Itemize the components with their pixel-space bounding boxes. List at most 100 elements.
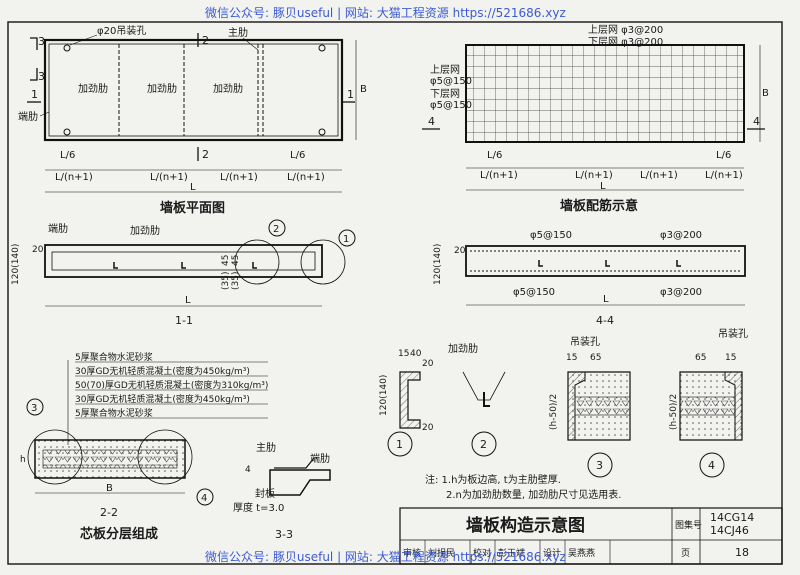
title-block: 墙板构造示意图 图集号 14CG14 14CJ46 页 18 审核 刘拐民 校对… [399,507,783,565]
drawing-label: 设计 [543,547,561,559]
drawing-label: 主肋 [256,441,276,454]
drawing-label: 2 [273,224,279,235]
drawing-label: 15 [725,353,736,363]
drawing-label: 4 [708,459,715,472]
drawing-label: φ3@200 [660,230,702,241]
plan-outline [43,38,344,142]
drawing-label: 加劲肋 [448,342,478,355]
end-rib-label: 端肋 [18,110,38,123]
hoist-hole-icon [63,128,71,136]
drawing-label: L [603,294,609,305]
drawing-label: B [762,88,769,99]
drawing-label: 封板 [255,487,275,500]
plan-dim-L: L [190,182,196,193]
drawing-label: φ5@150 [530,230,572,241]
drawing-label: 3 [596,459,603,472]
drawing-label: (h-50)/2 [549,394,559,430]
drawing-label: 2 [202,148,209,161]
drawing-label: 1 [396,438,403,451]
drawing-label: φ5@150 [513,287,555,298]
drawing-label: 5厚聚合物水泥砂浆 [75,407,153,419]
drawing-label: 120(140) [379,375,389,416]
drawing-label: (35) [231,272,241,290]
watermark-bottom: 微信公众号: 豚贝useful | 网站: 大猫工程资源 https://521… [205,550,566,564]
drawing-label: 20 [32,245,44,255]
upper-mesh-label: 上层网 φ3@200 [588,24,663,36]
drawing-label: 彭玉斌 [498,547,525,559]
page-number: 18 [735,546,749,559]
drawing-label: φ5@150 [430,76,472,87]
drawing-label: L [600,181,606,192]
drawing-label: 下层网 [430,88,460,100]
drawing-label: L/(n+1) [575,170,613,181]
drawing-label: 1 [343,234,349,245]
plan-view: φ20吊装孔 主肋 加劲肋 加劲肋 加劲肋 端肋 3 3 1 1 2 2 B L… [18,24,367,216]
drawing-label: 3 [38,70,45,83]
drawing-label: 4 [428,115,435,128]
drawing-label: 刘拐民 [428,547,455,559]
drawing-label: L/6 [716,150,731,161]
drawing-label: L/(n+1) [287,172,325,183]
drawing-label: 3 [38,35,45,48]
drawing-label: 30厚GD无机轻质混凝土(密度为450kg/m³) [75,393,250,405]
drawing-label: φ5@150 [430,100,472,111]
drawing-label: L/6 [290,150,305,161]
drawing-label: 加劲肋 [130,224,160,237]
atlas-number-1: 14CG14 [710,511,754,524]
drawing-label: 页 [681,548,690,559]
drawing-label: 50(70)厚GD无机轻质混凝土(密度为310kg/m³) [75,379,268,391]
atlas-number-2: 14CJ46 [710,524,749,537]
drawing-label: 1 [31,88,38,101]
section-4-4-title: 4-4 [596,314,614,327]
hole-label: φ20吊装孔 [97,24,146,37]
drawing-label: 5厚聚合物水泥砂浆 [75,351,153,363]
drawing-label: 4 [753,115,760,128]
drawing-label: 3 [31,403,37,414]
hoist-hole-icon [63,44,71,52]
section-1-1-title: 1-1 [175,314,193,327]
drawing-label: 图集号 [675,519,702,531]
drawing-label: 厚度 t=3.0 [233,501,284,514]
plan-dim-B: B [360,84,367,95]
drawing-label: 吊装孔 [570,335,600,348]
drawing-label: 吴燕燕 [568,547,595,559]
drawing-label: L/(n+1) [150,172,188,183]
drawing-label: 2-2 [100,506,118,519]
drawing-label: L [185,295,191,306]
stiffener-label-2: 加劲肋 [147,82,177,95]
drawing-label: 上层网 [430,64,460,76]
drawing-label: 2 [202,34,209,47]
drawing-label: B [106,483,113,494]
drawing-label: 30厚GD无机轻质混凝土(密度为450kg/m³) [75,365,250,377]
section-4-4: φ5@150 φ3@200 φ5@150 φ3@200 120(140) 20 … [433,230,746,327]
drawing-label: (h-50)/2 [669,394,679,430]
plan-title: 墙板平面图 [160,200,225,216]
layer-composition: 5厚聚合物水泥砂浆 30厚GD无机轻质混凝土(密度为450kg/m³) 50(7… [20,351,268,542]
drawing-label: 20 [422,423,434,433]
lower-mesh-label: 下层网 φ3@200 [588,36,663,48]
stiffener-label-1: 加劲肋 [78,82,108,95]
drawing-label: 端肋 [48,222,68,235]
drawing-label: 15 [566,353,577,363]
drawing-label: h [20,455,26,465]
drawing-label: φ3@200 [660,287,702,298]
drawing-label: 45 [221,255,231,266]
hoist-hole-icon [318,128,326,136]
note-2: 2.n为加劲肋数量, 加劲肋尺寸见选用表. [446,488,621,501]
details: 15 40 120(140) 20 20 1 加劲肋 2 吊装孔 15 65 (… [379,327,748,478]
drawing-label: 40 [410,349,422,359]
section-3-3: 主肋 端肋 4 封板 厚度 t=3.0 3-3 [233,441,331,541]
drawing-label: 1 [347,88,354,101]
drawing-label: 15 [398,349,409,359]
drawing-label: 120(140) [433,244,443,285]
drawing-label: 校对 [473,547,491,559]
hoist-hole-icon [318,44,326,52]
rebar-title: 墙板配筋示意 [560,198,638,214]
drawing-label: L/(n+1) [55,172,93,183]
drawing-label: 4 [245,465,251,475]
watermark-top: 微信公众号: 豚贝useful | 网站: 大猫工程资源 https://521… [205,6,566,20]
drawing-label: 4 [201,493,207,504]
drawing-label: L/(n+1) [480,170,518,181]
sheet-frame [7,21,783,565]
